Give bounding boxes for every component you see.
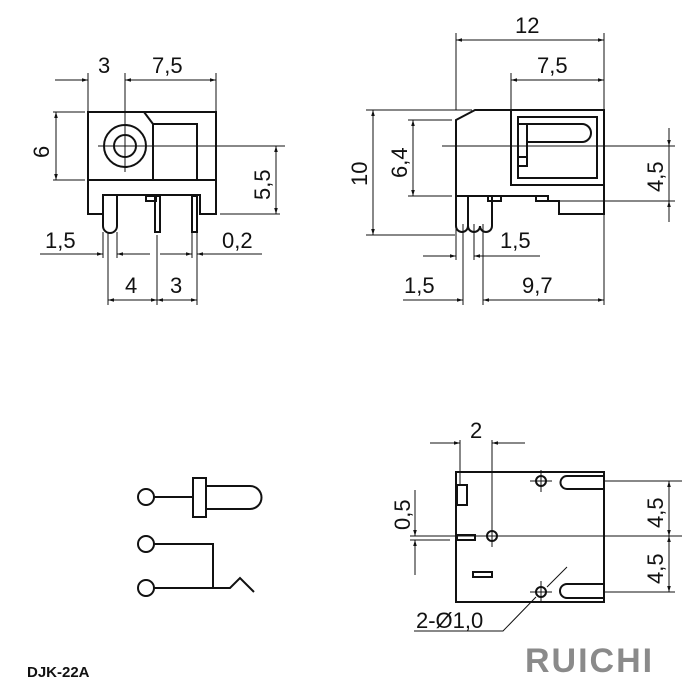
front-view: 3 7,5 6 5,5 1,5 0,2 4 3 (29, 53, 285, 305)
brand-logo: RUICHI (525, 642, 655, 680)
dim-side-4-5: 4,5 (643, 161, 668, 192)
dim-front-7-5: 7,5 (152, 53, 183, 78)
side-view: 12 7,5 10 6,4 4,5 1,5 1,5 9,7 (347, 13, 675, 305)
bottom-view: 2 0,5 4,5 4,5 2-Ø1,0 (390, 418, 682, 633)
dim-side-7-5: 7,5 (537, 53, 568, 78)
dim-side-10: 10 (347, 162, 372, 186)
dim-side-9-7: 9,7 (522, 273, 553, 298)
dim-side-1-5-pin: 1,5 (500, 228, 531, 253)
dim-bottom-4-5-upper: 4,5 (643, 497, 668, 528)
dim-front-5-5: 5,5 (250, 169, 275, 200)
dim-bottom-0-5: 0,5 (390, 499, 415, 530)
dim-side-1-5-offset: 1,5 (404, 273, 435, 298)
dim-bottom-2: 2 (470, 418, 482, 443)
dim-front-3b: 3 (170, 273, 182, 298)
dim-front-6: 6 (29, 146, 54, 158)
dim-bottom-4-5-lower: 4,5 (643, 553, 668, 584)
dim-side-12: 12 (515, 13, 539, 38)
dim-side-6-4: 6,4 (387, 147, 412, 178)
dim-front-3: 3 (98, 53, 110, 78)
model-number: DJK-22A (27, 664, 90, 681)
dim-front-0-2: 0,2 (222, 228, 253, 253)
hole-callout: 2-Ø1,0 (416, 608, 483, 633)
dim-front-4: 4 (125, 273, 137, 298)
schematic-symbol (137, 477, 263, 597)
dim-front-1-5: 1,5 (45, 228, 76, 253)
